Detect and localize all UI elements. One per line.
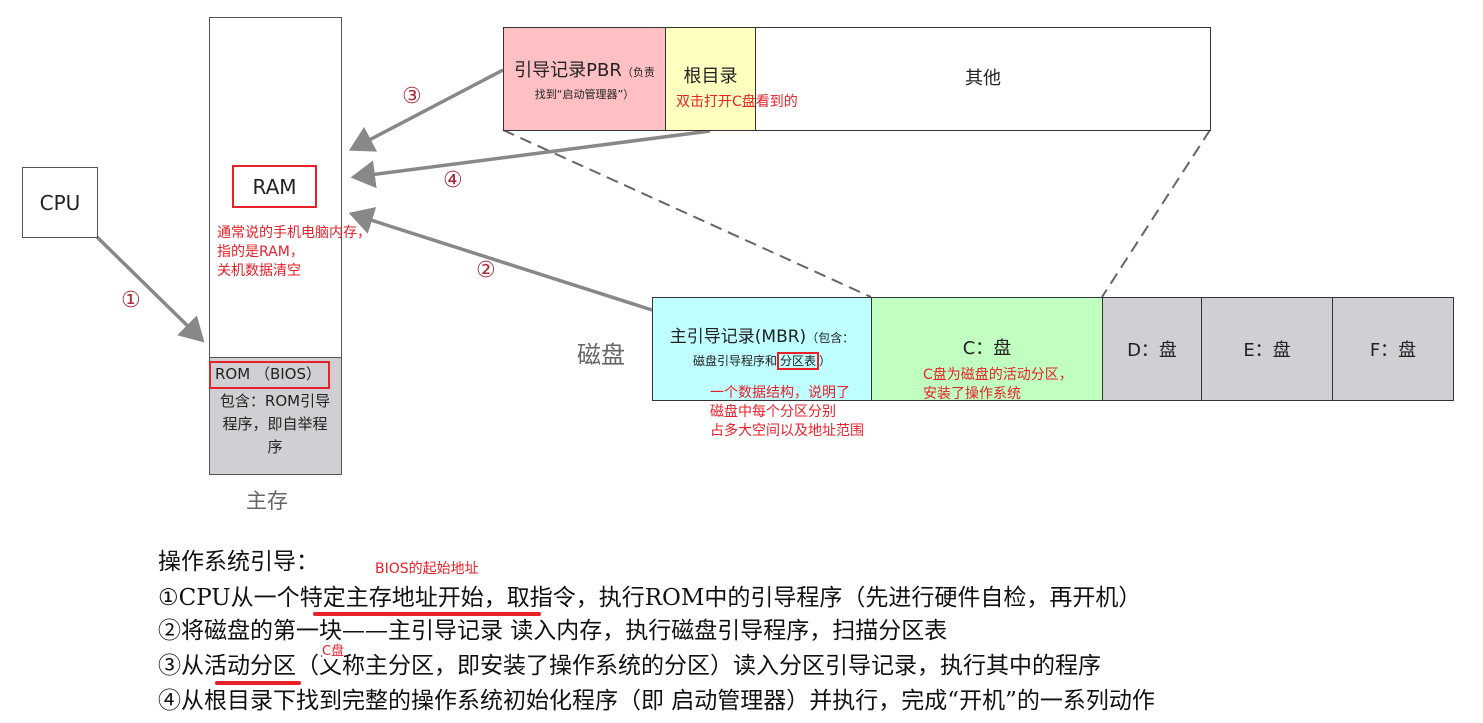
other-label: 其他	[965, 68, 1001, 89]
ram-note-line: 通常说的手机电脑内存，	[217, 225, 371, 241]
pbr-label: 引导记录PBR	[514, 60, 622, 81]
root-dir-note: 双击打开C盘看到的	[676, 94, 798, 110]
boot-title: 操作系统引导：	[158, 549, 319, 575]
ram-label: RAM	[252, 174, 297, 199]
step-marker-1: ①	[121, 288, 141, 313]
step-text: ，取指令，执行ROM中的引导程序（先进行硬件自检，再开机）	[483, 585, 1142, 611]
f-drive-label: F：盘	[1369, 340, 1417, 361]
dashed-line-right	[1101, 129, 1211, 298]
rom-highlight	[209, 361, 330, 389]
step-marker-3: ③	[402, 84, 422, 109]
rom-desc: 包含：ROM引导 程序，即自举程 序	[210, 390, 340, 459]
step-text: ①CPU从一个	[158, 585, 300, 611]
arrow-3	[348, 68, 504, 152]
root-dir-label: 根目录	[683, 66, 738, 87]
ram-note-line: 指的是RAM，	[217, 244, 304, 260]
pbr-note: （负责	[621, 66, 655, 79]
e-drive-label: E：盘	[1243, 340, 1291, 361]
f-drive-cell: F：盘	[1332, 297, 1454, 401]
pbr-cell: 引导记录PBR（负责 找到“启动管理器”）	[503, 27, 666, 131]
root-dir-cell: 根目录	[665, 27, 756, 131]
bios-address-note: BIOS的起始地址	[375, 561, 479, 577]
step-3: ③从活动分区（又称主分区，即安装了操作系统的分区）读入分区引导记录，执行其中的程…	[158, 652, 1101, 680]
mbr-cell: 主引导记录(MBR)（包含： 磁盘引导程序和分区表）	[652, 297, 872, 401]
ram-note-line: 关机数据清空	[217, 263, 301, 279]
step-text: ③从	[158, 653, 204, 679]
note-line: 占多大空间以及地址范围	[710, 423, 864, 439]
rom-label: ROM （BIOS）	[215, 365, 321, 383]
pbr-note2: 找到“启动管理器”）	[534, 88, 635, 101]
other-cell: 其他	[755, 27, 1211, 131]
d-drive-label: D：盘	[1127, 340, 1177, 361]
note-line: 一个数据结构，说明了	[710, 385, 850, 401]
step-text-emphasis: 活动分区	[204, 653, 296, 679]
step-1: ①CPU从一个特定主存地址开始，取指令，执行ROM中的引导程序（先进行硬件自检，…	[158, 584, 1141, 612]
arrow-4	[350, 129, 711, 189]
step-text-emphasis: 特定主存地址开始	[299, 585, 484, 611]
note-line: 磁盘中每个分区分别	[710, 404, 836, 420]
main-memory-caption: 主存	[246, 489, 288, 513]
rom-block	[209, 357, 342, 475]
c-drive-note: C盘为磁盘的活动分区， 安装了操作系统	[923, 366, 1073, 404]
rom-desc-line: 包含：ROM引导	[219, 392, 331, 410]
dashed-line-left	[502, 129, 872, 298]
arrow-1	[95, 235, 205, 343]
c-drive-cell: C：盘	[871, 297, 1103, 401]
ram-highlight	[232, 165, 317, 208]
underline-specific-address	[313, 612, 541, 616]
arrow-2	[348, 207, 653, 312]
partition-table-note: 一个数据结构，说明了 磁盘中每个分区分别 占多大空间以及地址范围	[710, 384, 864, 441]
step-2: ②将磁盘的第一块——主引导记录 读入内存，执行磁盘引导程序，扫描分区表	[158, 618, 948, 644]
rom-desc-line: 程序，即自举程	[222, 415, 328, 433]
partition-table-highlight: 分区表	[776, 352, 819, 370]
step-marker-2: ②	[476, 258, 496, 283]
note-line: C盘为磁盘的活动分区，	[923, 367, 1073, 383]
step-text: （又称主分区，即安装了操作系统的分区）读入分区引导记录，执行其中的程序	[296, 653, 1101, 679]
c-drive-label: C：盘	[962, 338, 1012, 359]
step-marker-4: ④	[443, 168, 463, 193]
ram-block	[209, 17, 342, 358]
note-line: 安装了操作系统	[923, 386, 1021, 402]
disk-caption: 磁盘	[577, 341, 625, 369]
mbr-note2: 磁盘引导程序和	[692, 354, 777, 368]
mbr-note: （包含：	[806, 331, 855, 345]
step-4: ④从根目录下找到完整的操作系统初始化程序（即 启动管理器）并执行，完成“开机”的…	[158, 688, 1155, 714]
ram-note: 通常说的手机电脑内存， 指的是RAM， 关机数据清空	[217, 224, 371, 281]
d-drive-cell: D：盘	[1102, 297, 1202, 401]
mbr-label: 主引导记录(MBR)	[669, 327, 807, 347]
mbr-note2-suffix: ）	[819, 354, 832, 368]
rom-desc-line: 序	[267, 438, 283, 456]
cpu-box: CPU	[22, 167, 98, 238]
c-drive-inline-note: C盘	[322, 644, 345, 659]
underline-active-partition	[215, 681, 301, 685]
e-drive-cell: E：盘	[1201, 297, 1333, 401]
